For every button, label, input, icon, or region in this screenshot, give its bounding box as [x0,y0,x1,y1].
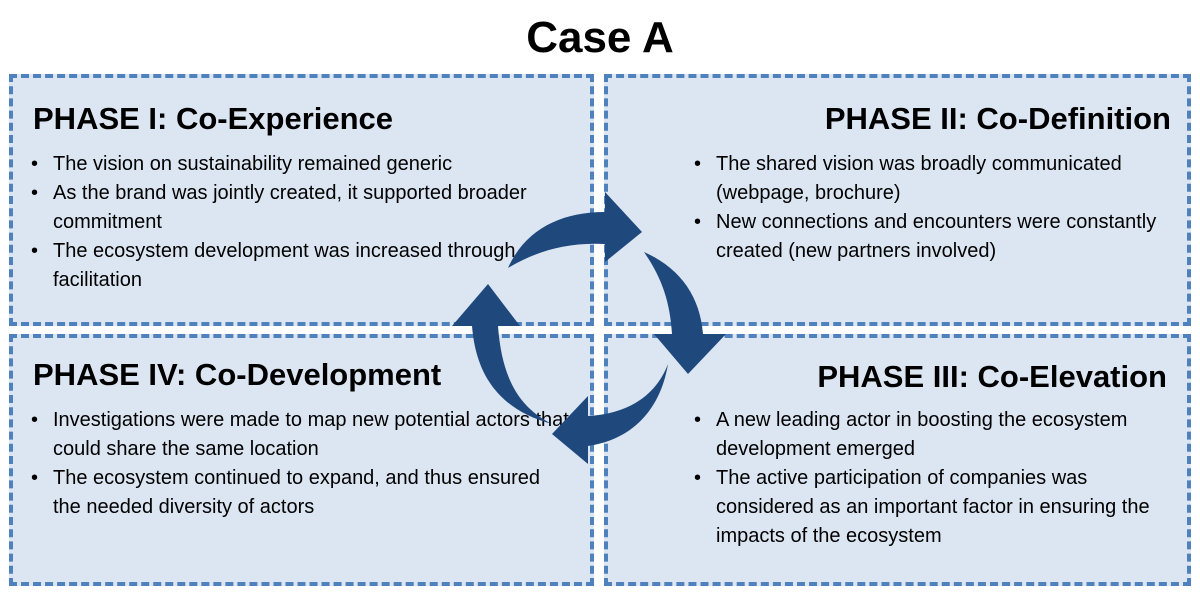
arrow-phase-3-to-4-icon [552,364,668,464]
phase-4-heading: PHASE IV: Co-Development [33,357,442,392]
phase-1-bullet: The ecosystem development was increased … [29,237,549,295]
phase-1-bullets: The vision on sustainability remained ge… [29,150,549,295]
arrow-phase-2-to-3-icon [644,252,726,374]
phase-3-bullet: The active participation of companies wa… [692,464,1182,551]
phase-1-bullet: The vision on sustainability remained ge… [29,150,549,179]
phase-4-bullets: Investigations were made to map new pote… [29,406,569,522]
arrow-phase-4-to-1-icon [452,284,552,424]
phase-1-panel: PHASE I: Co-Experience The vision on sus… [9,74,594,326]
phase-4-bullet: Investigations were made to map new pote… [29,406,569,464]
phase-3-bullet: A new leading actor in boosting the ecos… [692,406,1182,464]
phase-1-bullet: As the brand was jointly created, it sup… [29,179,549,237]
phase-1-heading: PHASE I: Co-Experience [33,101,394,136]
phase-4-bullet: The ecosystem continued to expand, and t… [29,464,569,522]
phase-3-bullets: A new leading actor in boosting the ecos… [692,406,1182,551]
phase-2-bullet: New connections and encounters were cons… [692,208,1182,266]
phase-2-bullet: The shared vision was broadly communicat… [692,150,1182,208]
phase-2-panel: PHASE II: Co-Definition The shared visio… [604,74,1191,326]
arrow-phase-1-to-2-icon [508,192,642,268]
phase-3-heading: PHASE III: Co-Elevation [817,359,1167,394]
diagram-title: Case A [526,13,674,62]
phase-2-heading: PHASE II: Co-Definition [824,101,1171,136]
phase-2-bullets: The shared vision was broadly communicat… [692,150,1182,266]
phase-3-panel: PHASE III: Co-Elevation A new leading ac… [604,334,1191,586]
